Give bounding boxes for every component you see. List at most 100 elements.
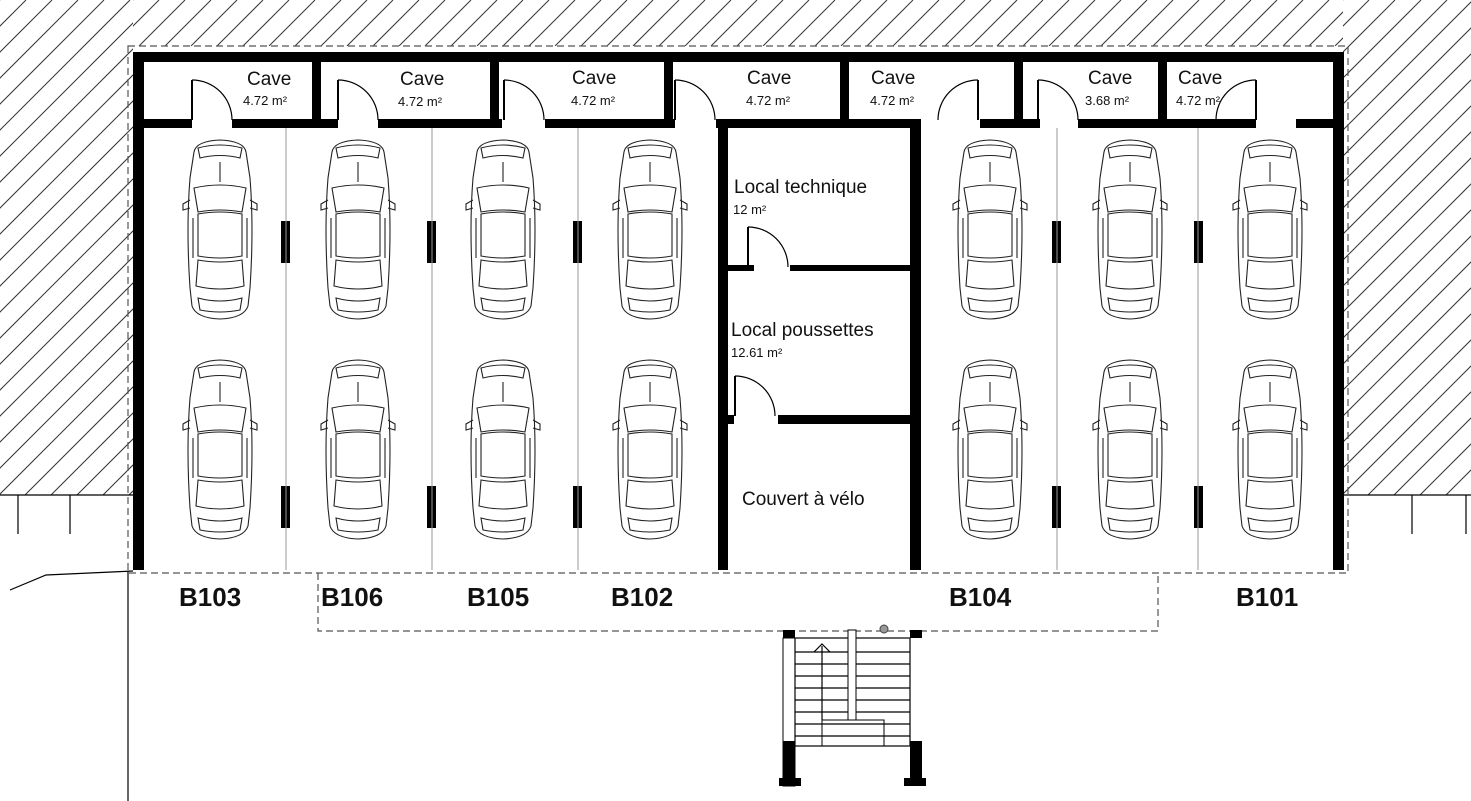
hatch-line <box>1343 105 1471 235</box>
space-labels: B103 B106 B105 B102 B104 B101 <box>179 582 1298 612</box>
cave-labels: Cave 4.72 m² Cave 4.72 m² Cave 4.72 m² C… <box>243 68 1222 109</box>
hatch-line <box>788 0 836 46</box>
hatch-line <box>1334 37 1343 46</box>
cave-label: Cave <box>1088 68 1132 89</box>
car-icon <box>320 359 396 540</box>
hatch-line <box>1343 339 1471 469</box>
hatch-line <box>944 0 992 46</box>
car-icon <box>182 359 258 540</box>
cave-label: Cave <box>572 68 616 89</box>
hatch-line <box>1308 11 1343 46</box>
hatch-line <box>476 0 524 46</box>
walls <box>133 52 1344 570</box>
cave-area: 4.72 m² <box>571 93 616 108</box>
car-icon <box>1092 139 1168 320</box>
hatch-line <box>0 152 133 287</box>
hatch-line <box>1343 131 1471 261</box>
cave-area: 3.68 m² <box>1085 93 1130 108</box>
cave-label: Cave <box>247 69 291 90</box>
hatch-line <box>24 386 133 495</box>
hatch-line <box>1343 53 1471 183</box>
hatch-line <box>190 0 238 46</box>
hatch-line <box>164 0 212 46</box>
room-label-poussettes: Local poussettes <box>731 320 874 341</box>
cave-area: 4.72 m² <box>870 93 915 108</box>
room-labels: Local technique 12 m² Local poussettes 1… <box>731 177 874 510</box>
space-label: B102 <box>611 582 673 612</box>
car-icon <box>465 359 541 540</box>
hatch-line <box>294 0 342 46</box>
space-label: B106 <box>321 582 383 612</box>
hatch-line <box>0 0 131 131</box>
space-dividers <box>285 128 1199 570</box>
hatch-line <box>0 230 133 365</box>
hatch-line <box>1343 0 1396 53</box>
hatch-line <box>1074 0 1122 46</box>
hatch-line <box>0 126 133 261</box>
hatch-line <box>892 0 940 46</box>
cave-label: Cave <box>400 69 444 90</box>
hatch-line <box>1343 235 1471 365</box>
hatch-line <box>1343 287 1471 417</box>
hatch-line <box>996 0 1044 46</box>
hatch-line <box>268 0 316 46</box>
hatch-line <box>1343 0 1422 79</box>
hatch-line <box>710 0 758 46</box>
hatch-line <box>102 464 133 495</box>
terrain-lines <box>0 494 1471 801</box>
hatch-line <box>1387 0 1433 46</box>
room-label-technique: Local technique <box>734 177 867 198</box>
hatch-line <box>216 0 264 46</box>
hatch-line <box>1343 183 1471 313</box>
car-icon <box>612 139 688 320</box>
room-label-velo: Couvert à vélo <box>742 489 865 510</box>
cave-label: Cave <box>747 68 791 89</box>
space-label: B105 <box>467 582 529 612</box>
hatch-line <box>0 334 133 469</box>
hatch-line <box>1343 209 1471 339</box>
room-area-poussettes: 12.61 m² <box>731 345 783 360</box>
car-icon <box>952 359 1028 540</box>
hatch-line <box>1282 0 1330 46</box>
hatch-line <box>259 0 754 495</box>
hatch-line <box>398 0 446 46</box>
hatch-line <box>138 0 186 46</box>
space-label: B104 <box>949 582 1012 612</box>
hatch-line <box>1022 0 1070 46</box>
hatch-line <box>1343 261 1471 391</box>
hatch-line <box>1048 0 1096 46</box>
car-icon <box>1092 359 1168 540</box>
dashed-outline <box>127 45 1349 632</box>
hatch-line <box>1100 0 1148 46</box>
car-icon <box>1232 139 1308 320</box>
hatch-line <box>0 0 53 53</box>
hatch-line <box>970 0 1018 46</box>
hatch-line <box>1343 313 1471 443</box>
hatch-line <box>0 360 133 495</box>
hatch-line <box>133 0 134 1</box>
hatch-line <box>658 0 706 46</box>
car-icon <box>952 139 1028 320</box>
cave-area: 4.72 m² <box>746 93 791 108</box>
hatch-line <box>1152 0 1200 46</box>
hatch-line <box>1178 0 1226 46</box>
car-icon <box>182 139 258 320</box>
hatch-line <box>372 0 420 46</box>
hatch-line <box>0 74 133 209</box>
hatch-line <box>840 0 888 46</box>
hatch-line <box>128 490 133 495</box>
hatch-line <box>1361 0 1407 46</box>
hatch-line <box>866 0 914 46</box>
hatch-line <box>814 0 862 46</box>
hatch-line <box>242 0 290 46</box>
hatch-line <box>450 0 498 46</box>
hatch-line <box>1343 0 1448 105</box>
cave-area: 4.72 m² <box>243 93 288 108</box>
hatch-line <box>606 0 654 46</box>
hatch-line <box>632 0 680 46</box>
hatch-line <box>1343 157 1471 287</box>
car-icon <box>1232 359 1308 540</box>
hatch-line <box>0 308 133 443</box>
hatch-line <box>1343 365 1471 495</box>
hatch-line <box>528 0 576 46</box>
